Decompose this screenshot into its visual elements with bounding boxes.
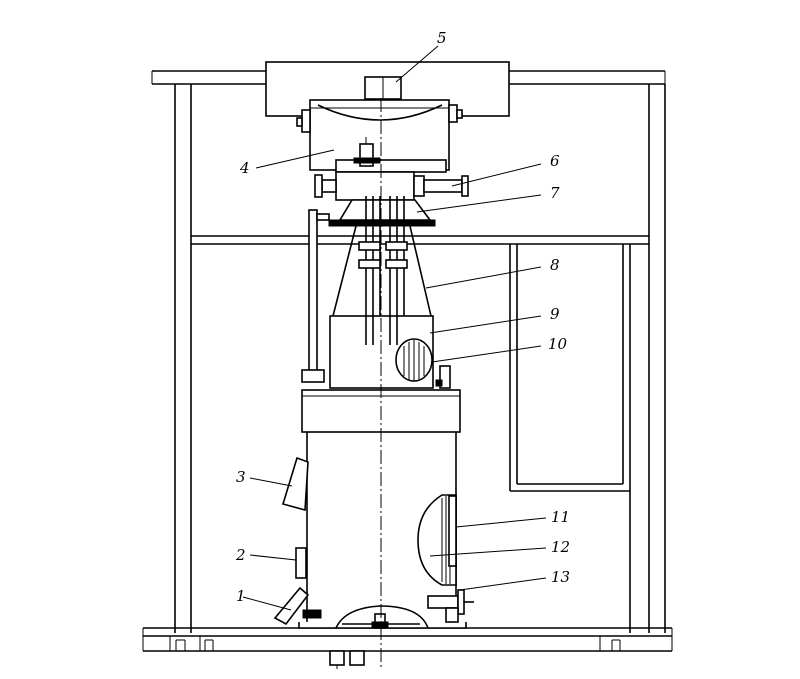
- manifold-assembly: [301, 171, 469, 383]
- callout-11: 11: [551, 508, 570, 526]
- callout-12: 12: [551, 538, 570, 556]
- tube-bundle: [332, 196, 432, 317]
- callout-9: 9: [550, 305, 560, 323]
- leader-lines: [242, 45, 547, 611]
- callout-10: 10: [548, 335, 568, 353]
- callout-13: 13: [551, 568, 570, 586]
- callout-1: 1: [236, 587, 246, 605]
- callout-4: 4: [239, 159, 250, 177]
- callout-6: 6: [550, 152, 560, 170]
- callout-3: 3: [236, 468, 246, 486]
- top-drive-assembly: [265, 61, 510, 173]
- callout-8: 8: [550, 256, 560, 274]
- callout-2: 2: [235, 546, 246, 564]
- callout-labels: 1 2 3 4 5 6 7 8 9 10 11 12 13: [235, 29, 570, 605]
- callout-5: 5: [437, 29, 447, 47]
- upper-head: [329, 315, 451, 389]
- main-vessel: [273, 389, 474, 669]
- callout-7: 7: [550, 184, 560, 202]
